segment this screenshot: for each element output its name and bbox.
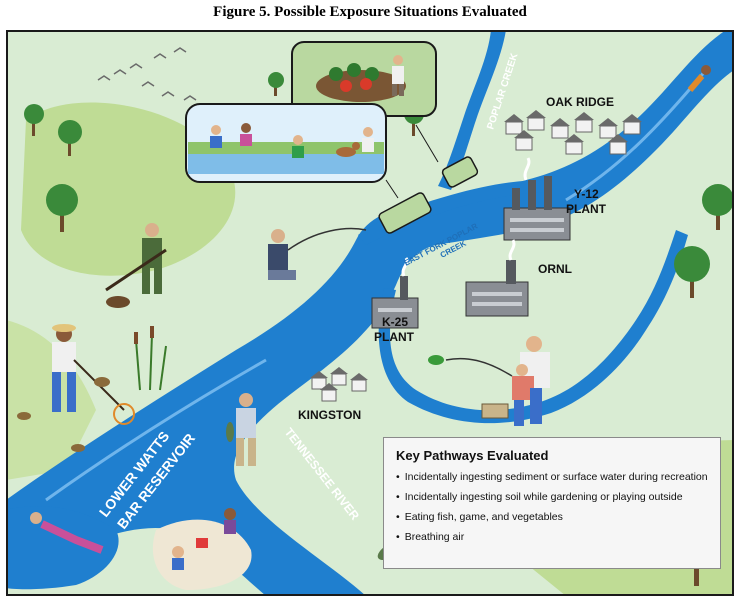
- family-fishing-figure: [445, 336, 550, 426]
- adult-figure: [362, 127, 374, 152]
- legend-list: Incidentally ingesting sediment or surfa…: [396, 471, 710, 543]
- child-figure: [240, 123, 252, 146]
- tree-icon: [58, 120, 82, 156]
- poplar-creek: [438, 30, 506, 190]
- frog-icon: [428, 355, 444, 365]
- oak-ridge-houses: [504, 110, 642, 155]
- game-animal: [106, 296, 130, 308]
- swimmer-figure-north: [687, 65, 711, 92]
- legend-item: Eating fish, game, and vegetables: [396, 511, 710, 523]
- y12-label-line1: Y-12: [574, 187, 599, 201]
- east-fork-play-inset: [378, 192, 432, 234]
- tackle-box: [481, 403, 509, 419]
- beach-child-figure: [172, 546, 184, 570]
- grass-area-shore: [6, 320, 96, 480]
- map-border: [6, 30, 734, 596]
- ornl-building: [465, 239, 529, 317]
- tree-icon: [46, 184, 78, 232]
- sandy-beach: [152, 519, 252, 590]
- k25-label-line1: K-25: [382, 315, 408, 329]
- oak-ridge-label: OAK RIDGE: [546, 95, 614, 109]
- kingston-label: KINGSTON: [298, 408, 361, 422]
- east-fork-garden-inset: [441, 156, 479, 188]
- net-fisher-figure: [52, 324, 135, 425]
- figure-title: Figure 5. Possible Exposure Situations E…: [213, 4, 527, 20]
- swimmer-figure: [30, 512, 104, 554]
- inset-pointer-line: [385, 179, 399, 199]
- tree-icon: [674, 246, 710, 298]
- dog-figure: [336, 142, 360, 157]
- legend-item: Incidentally ingesting sediment or surfa…: [396, 471, 710, 483]
- tennessee-river: [6, 30, 734, 596]
- legend-item: Breathing air: [396, 531, 710, 543]
- east-fork-poplar-creek: [358, 180, 548, 245]
- tree-icon: [24, 104, 44, 136]
- gardener-figure: [392, 55, 404, 96]
- river-highlight: [45, 358, 267, 502]
- turtle-icon: [17, 412, 31, 420]
- ornl-label: ORNL: [538, 262, 572, 276]
- cattail-plants: [134, 326, 167, 391]
- hunter-figure: [105, 223, 167, 294]
- k25-label-line2: PLANT: [374, 330, 415, 344]
- turtle-icon: [71, 444, 85, 452]
- angler-figure: [226, 393, 256, 466]
- y12-label-line2: PLANT: [566, 202, 607, 216]
- beach-child-figure: [224, 508, 236, 534]
- inset-pointer-line: [415, 124, 439, 163]
- kingston-houses: [310, 367, 368, 402]
- fisher-figure: [268, 227, 367, 280]
- inset-water: [188, 152, 384, 174]
- river-highlight-north: [565, 69, 708, 202]
- child-figure: [210, 125, 222, 148]
- y12-plant-building: [503, 157, 571, 241]
- tree-icon: [268, 72, 284, 96]
- legend-item: Incidentally ingesting soil while garden…: [396, 491, 710, 503]
- tree-icon: [702, 184, 734, 230]
- key-pathways-legend: Key Pathways Evaluated Incidentally inge…: [383, 437, 721, 569]
- reservoir-bay: [6, 506, 119, 590]
- legend-title: Key Pathways Evaluated: [396, 448, 549, 463]
- inset-grass: [188, 142, 384, 154]
- birds-flock: [97, 47, 197, 101]
- grass-area-west: [21, 102, 236, 276]
- sand-bucket: [196, 538, 208, 548]
- k25-plant-building: [371, 257, 419, 329]
- child-figure: [292, 135, 304, 158]
- turtle-icon: [94, 377, 110, 387]
